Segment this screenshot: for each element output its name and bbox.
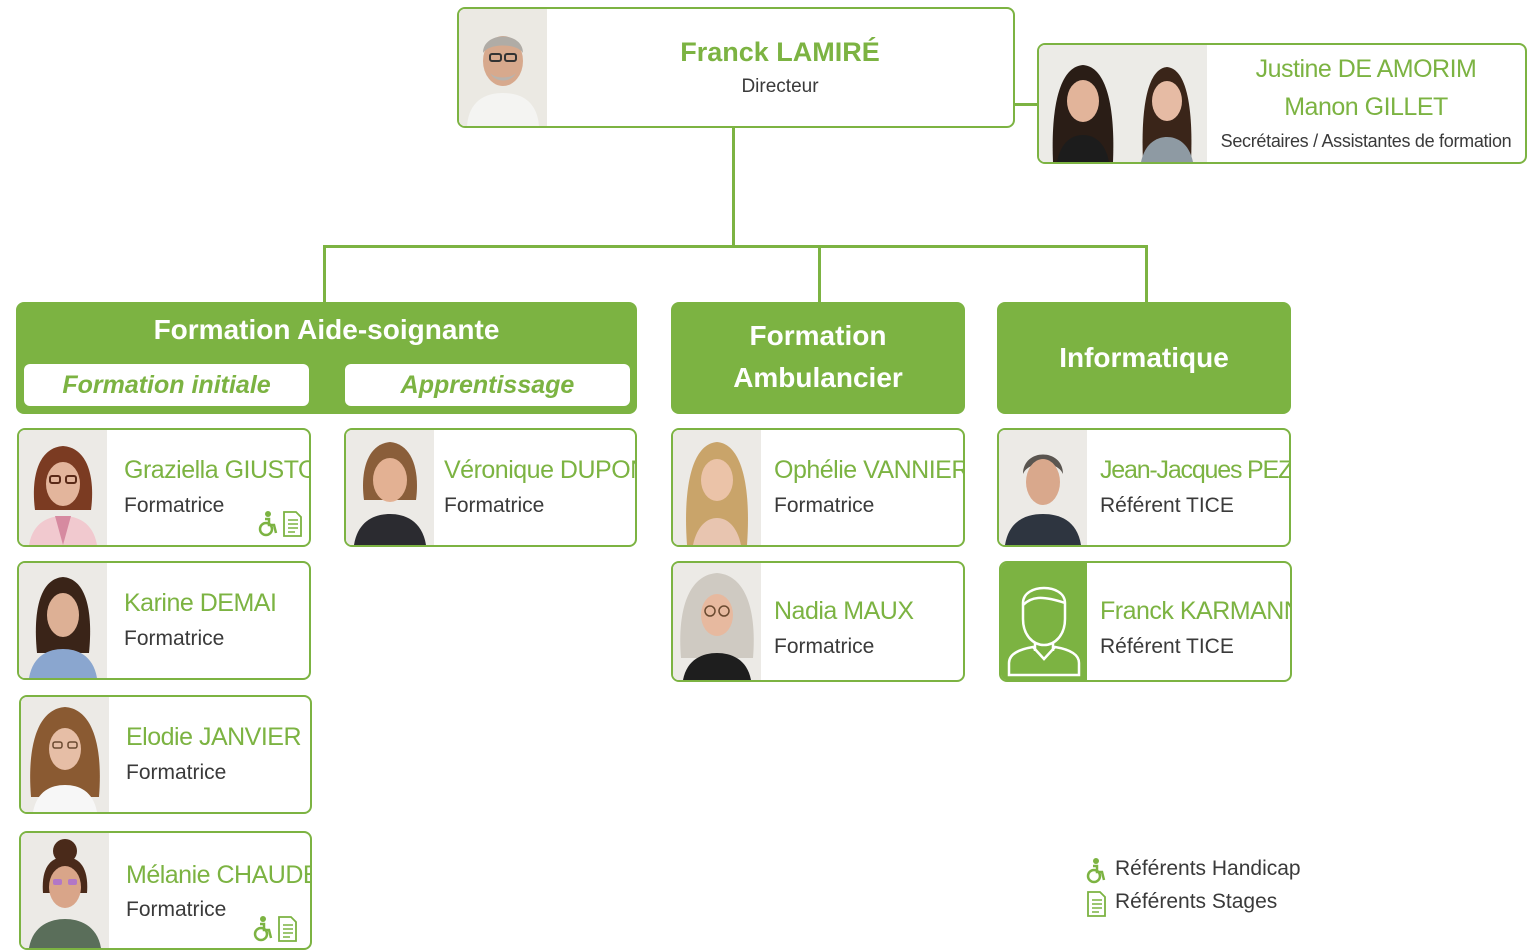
role-janvier: Formatrice [126,761,227,784]
person-card-giusto: Graziella GIUSTO Formatrice [17,428,311,547]
person-card-janvier: Elodie JANVIER Formatrice [19,695,312,814]
legend-label-stages: Référents Stages [1115,890,1278,913]
photo-dupont [346,430,434,545]
name-giusto: Graziella GIUSTO [124,456,311,484]
director-card: Franck LAMIRÉ Directeur [457,7,1015,128]
wheelchair-icon [1086,858,1106,884]
person-card-karmann: Franck KARMANN Référent TICE [999,561,1292,682]
secretaries-card: Justine DE AMORIM Manon GILLET Secrétair… [1037,43,1527,164]
role-pezin: Référent TICE [1100,494,1234,517]
photo-pezin [999,430,1087,545]
legend: Référents Handicap Référents Stages [1085,855,1315,925]
role-dupont: Formatrice [444,494,545,517]
name-janvier: Elodie JANVIER [126,723,302,751]
secretary-photo-2 [1127,45,1207,162]
photo-giusto [19,430,107,545]
photo-chaudet [21,833,109,948]
name-vannier: Ophélie VANNIER [774,456,965,484]
connector-secretaries [1014,103,1039,106]
name-chaudet: Mélanie CHAUDET [126,861,310,889]
role-giusto: Formatrice [124,494,225,517]
section-ambulancier-title-line2: Ambulancier [733,362,903,393]
document-icon [278,916,297,942]
photo-maux [673,563,761,680]
name-pezin: Jean-Jacques PEZIN [1100,456,1291,484]
legend-label-handicap: Référents Handicap [1115,857,1301,880]
role-chaudet: Formatrice [126,898,227,921]
legend-item-stages: Référents Stages [1085,888,1315,920]
name-dupont: Véronique DUPONT [444,456,635,484]
section-ambulancier-title-line1: Formation [749,320,887,351]
photo-demai [19,563,107,678]
person-card-dupont: Véronique DUPONT Formatrice [344,428,637,547]
person-card-demai: Karine DEMAI Formatrice [17,561,311,680]
connector-informatique [1145,245,1148,303]
role-demai: Formatrice [124,627,225,650]
section-ambulancier: Formation Ambulancier [671,302,965,414]
section-informatique: Informatique [997,302,1291,414]
connector-director-down [732,127,735,247]
user-icon [1001,563,1087,680]
role-maux: Formatrice [774,635,875,658]
wheelchair-icon [253,916,273,942]
name-maux: Nadia MAUX [774,597,914,625]
avatar-placeholder-karmann [1001,563,1087,680]
wheelchair-icon [258,511,278,537]
section-aide-soignante: Formation Aide-soignante Formation initi… [16,302,637,414]
role-karmann: Référent TICE [1100,635,1234,658]
secretary-name-2: Manon GILLET [1284,93,1448,121]
director-role: Directeur [741,76,819,97]
director-photo [459,9,547,126]
photo-vannier [673,430,761,545]
name-karmann: Franck KARMANN [1100,597,1292,625]
connector-aide-soignante [323,245,326,303]
document-icon [1087,891,1106,917]
person-card-vannier: Ophélie VANNIER Formatrice [671,428,965,547]
photo-janvier [21,697,109,812]
person-card-maux: Nadia MAUX Formatrice [671,561,965,682]
director-name: Franck LAMIRÉ [680,37,880,67]
subsection-apprentissage: Apprentissage [345,364,630,406]
person-card-chaudet: Mélanie CHAUDET Formatrice [19,831,312,950]
role-vannier: Formatrice [774,494,875,517]
connector-ambulancier [818,245,821,303]
section-informatique-title: Informatique [1059,342,1229,373]
badges-chaudet [252,916,298,942]
subsection-formation-initiale: Formation initiale [24,364,309,406]
connector-horizontal [323,245,1148,248]
badges-giusto [257,511,303,537]
section-aide-soignante-title: Formation Aide-soignante [153,314,500,345]
secretary-name-1: Justine DE AMORIM [1255,55,1477,83]
person-card-pezin: Jean-Jacques PEZIN Référent TICE [997,428,1291,547]
legend-item-handicap: Référents Handicap [1085,855,1315,887]
document-icon [283,511,302,537]
name-demai: Karine DEMAI [124,589,277,617]
secretary-photo-1 [1039,45,1127,162]
secretaries-role: Secrétaires / Assistantes de formation [1220,131,1512,151]
